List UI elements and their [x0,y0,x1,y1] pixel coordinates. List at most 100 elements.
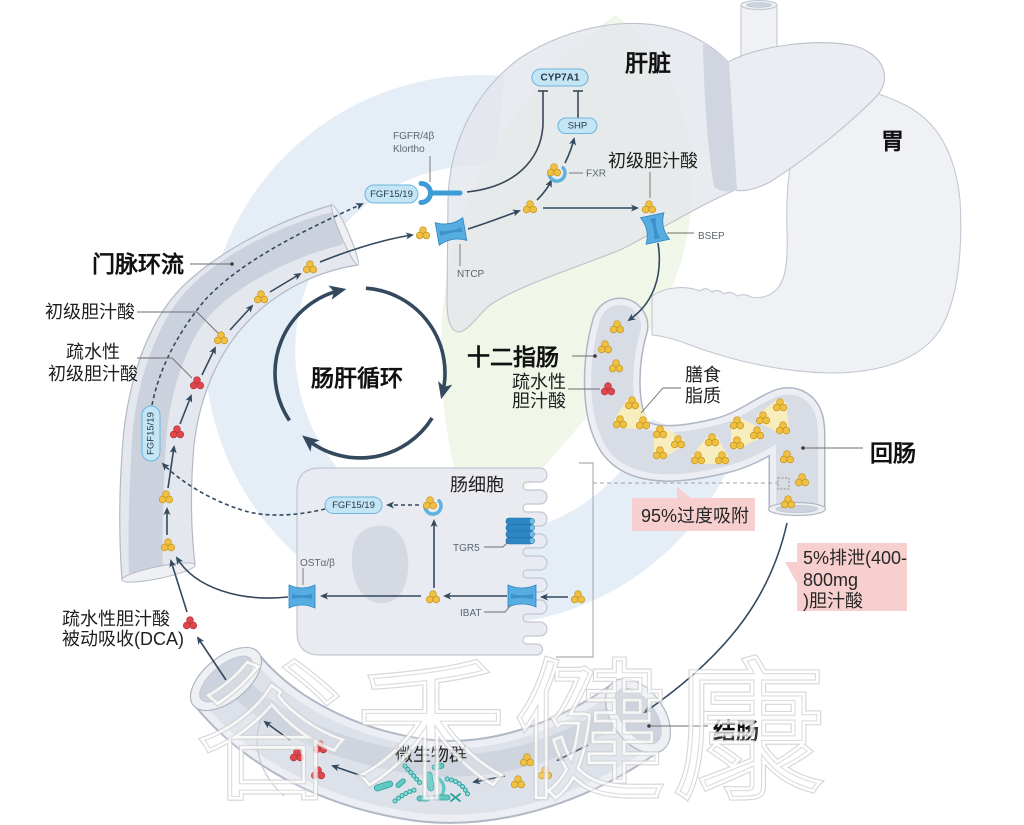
enterohepatic-cycle: 肠肝循环 [273,285,453,460]
cycle-arrow-liver-to-intestine [365,286,447,396]
bacterium-icon [450,793,461,802]
tgr5-label: TGR5 [453,543,480,554]
passive-absorption-label-line2: 被动吸收(DCA) [62,629,184,649]
reabsorption-text: 95%过度吸附 [641,506,749,526]
portal-primary-bile-acid-pointer [137,311,219,334]
portal-vein-bottom-opening [121,562,196,583]
excretion-text-line3: )胆汁酸 [803,591,863,611]
stomach [651,0,962,374]
arrowhead-icon [631,204,639,212]
colon-haustra-fold [256,703,285,797]
tgr5-helix [505,524,534,532]
arrow-dca-to-portal-vein [170,560,188,613]
fgf15-19-enterocyte-label: FGF15/19 [332,500,375,511]
fxr-label: FXR [586,169,606,180]
shp-label: SHP [568,121,588,132]
bacterium-chain-icon [403,764,423,786]
pointer-dot [647,724,651,728]
portal-hydrophobic-label-line1: 疏水性 [66,342,120,362]
portal-vein-inputs [161,462,326,681]
callout-pointer [677,487,692,499]
liver-left-lobe [446,22,736,333]
arrowhead-icon [355,203,364,210]
arrowhead-icon [161,462,170,471]
duodenum-hydrophobic-label-line1: 疏水性 [512,372,566,392]
ibat-pointer-line [484,604,512,613]
dietary-lipid-pointer [640,387,681,414]
tgr5-helix [505,517,534,525]
tgr5-helix-end [529,524,535,531]
dietary-lipid-droplet [692,434,728,464]
fgf15-19-liver-label: FGF15/19 [370,189,413,200]
cyp7a1-label: CYP7A1 [541,73,580,84]
enterocyte-zoom-guides [556,462,790,658]
duodenum-contents [597,320,810,509]
portal-vein-lumen-shadow [128,211,344,575]
arrowhead-icon [386,501,394,509]
arrowhead-icon [328,285,347,300]
portal-hydrophobic-pointer [137,357,193,379]
arrowhead-icon [443,592,451,600]
callout-excretion: 5%排泄(400- 800mg )胆汁酸 [785,543,907,611]
portal-hydrophobic-label-line2: 初级胆汁酸 [48,364,138,384]
enterocyte-zoom-bracket [556,462,594,658]
ost-label: OSTα/β [300,558,335,569]
ibat-transporter-icon [507,584,537,608]
fgfr-label-line2: Klortho [393,144,425,155]
ntcp-label: NTCP [457,269,485,280]
portal-vein [119,204,359,583]
transporter-channel [292,594,312,599]
transporter-channel [511,594,533,599]
portal-vein-label: 门脉环流 [92,251,184,277]
watermark-text-outline: 谷禾健康 [196,649,832,819]
liver [446,22,885,333]
arrowhead-icon [320,592,328,600]
tgr5-helix [505,530,534,538]
arrowhead-icon [302,435,320,452]
arrow-colon-flow [332,765,366,778]
arrowhead-icon [405,232,414,240]
portal-vein-wall [119,204,359,581]
callout-reabsorption: 95%过度吸附 [632,487,755,531]
fgfr-label-line1: FGFR/4β [393,131,435,142]
tgr5-helix [505,537,534,545]
callout-pointer [785,562,798,585]
fgf15-19-liver-node [364,184,419,204]
arrow-fgf15-19-to-liver [151,203,363,406]
liver-pathway: CYP7A1 SHP FXR FGFR/4β Klortho FGF15/19 … [319,68,725,322]
gut-microbiota [373,762,471,804]
bile-acid-primary-icon [415,226,431,240]
bacterium-icon [432,794,451,801]
liver-ligament-band [703,44,737,192]
colon-right-lumen [614,687,662,745]
arrowhead-icon [643,705,652,714]
tgr5-pointer-line [484,540,510,548]
arrowhead-icon [185,394,193,403]
arrow-colon-flow [557,744,589,761]
cycle-arrow-portal-to-liver [273,288,343,422]
arrow-portal-flow [167,446,175,489]
tgr5-receptor-icon [505,517,535,545]
bacterium-icon [373,780,394,792]
arrowhead-icon [627,313,636,322]
enterocyte-label: 肠细胞 [450,475,504,495]
ost-alpha-beta-transporter-icon [288,584,316,609]
colon-contents: 微生物群 [263,522,788,804]
ileum-label: 回肠 [870,440,916,466]
watermark-text: 谷禾健康 [196,649,832,819]
callout-box [797,543,907,611]
inhibition-fgfr-to-cyp7a1 [466,91,544,193]
portal-vein-contents: FGF15/19 [141,203,364,552]
fgf15-19-enterocyte-node [324,496,383,514]
fgfr-klotho-receptor-icon [418,181,463,205]
arrow-portal-flow [179,395,192,425]
cycle-label: 肠肝循环 [311,365,403,391]
pointer-dot [593,354,597,358]
pointer-dot [801,446,805,450]
arrowhead-icon [545,179,552,188]
tgr5-helix-end [529,531,535,538]
arrow-fgf15-19-to-portal-vein [162,463,326,516]
cyp7a1-node [531,68,589,87]
arrowhead-icon [263,720,272,729]
arrow-colon-flow [264,721,291,741]
